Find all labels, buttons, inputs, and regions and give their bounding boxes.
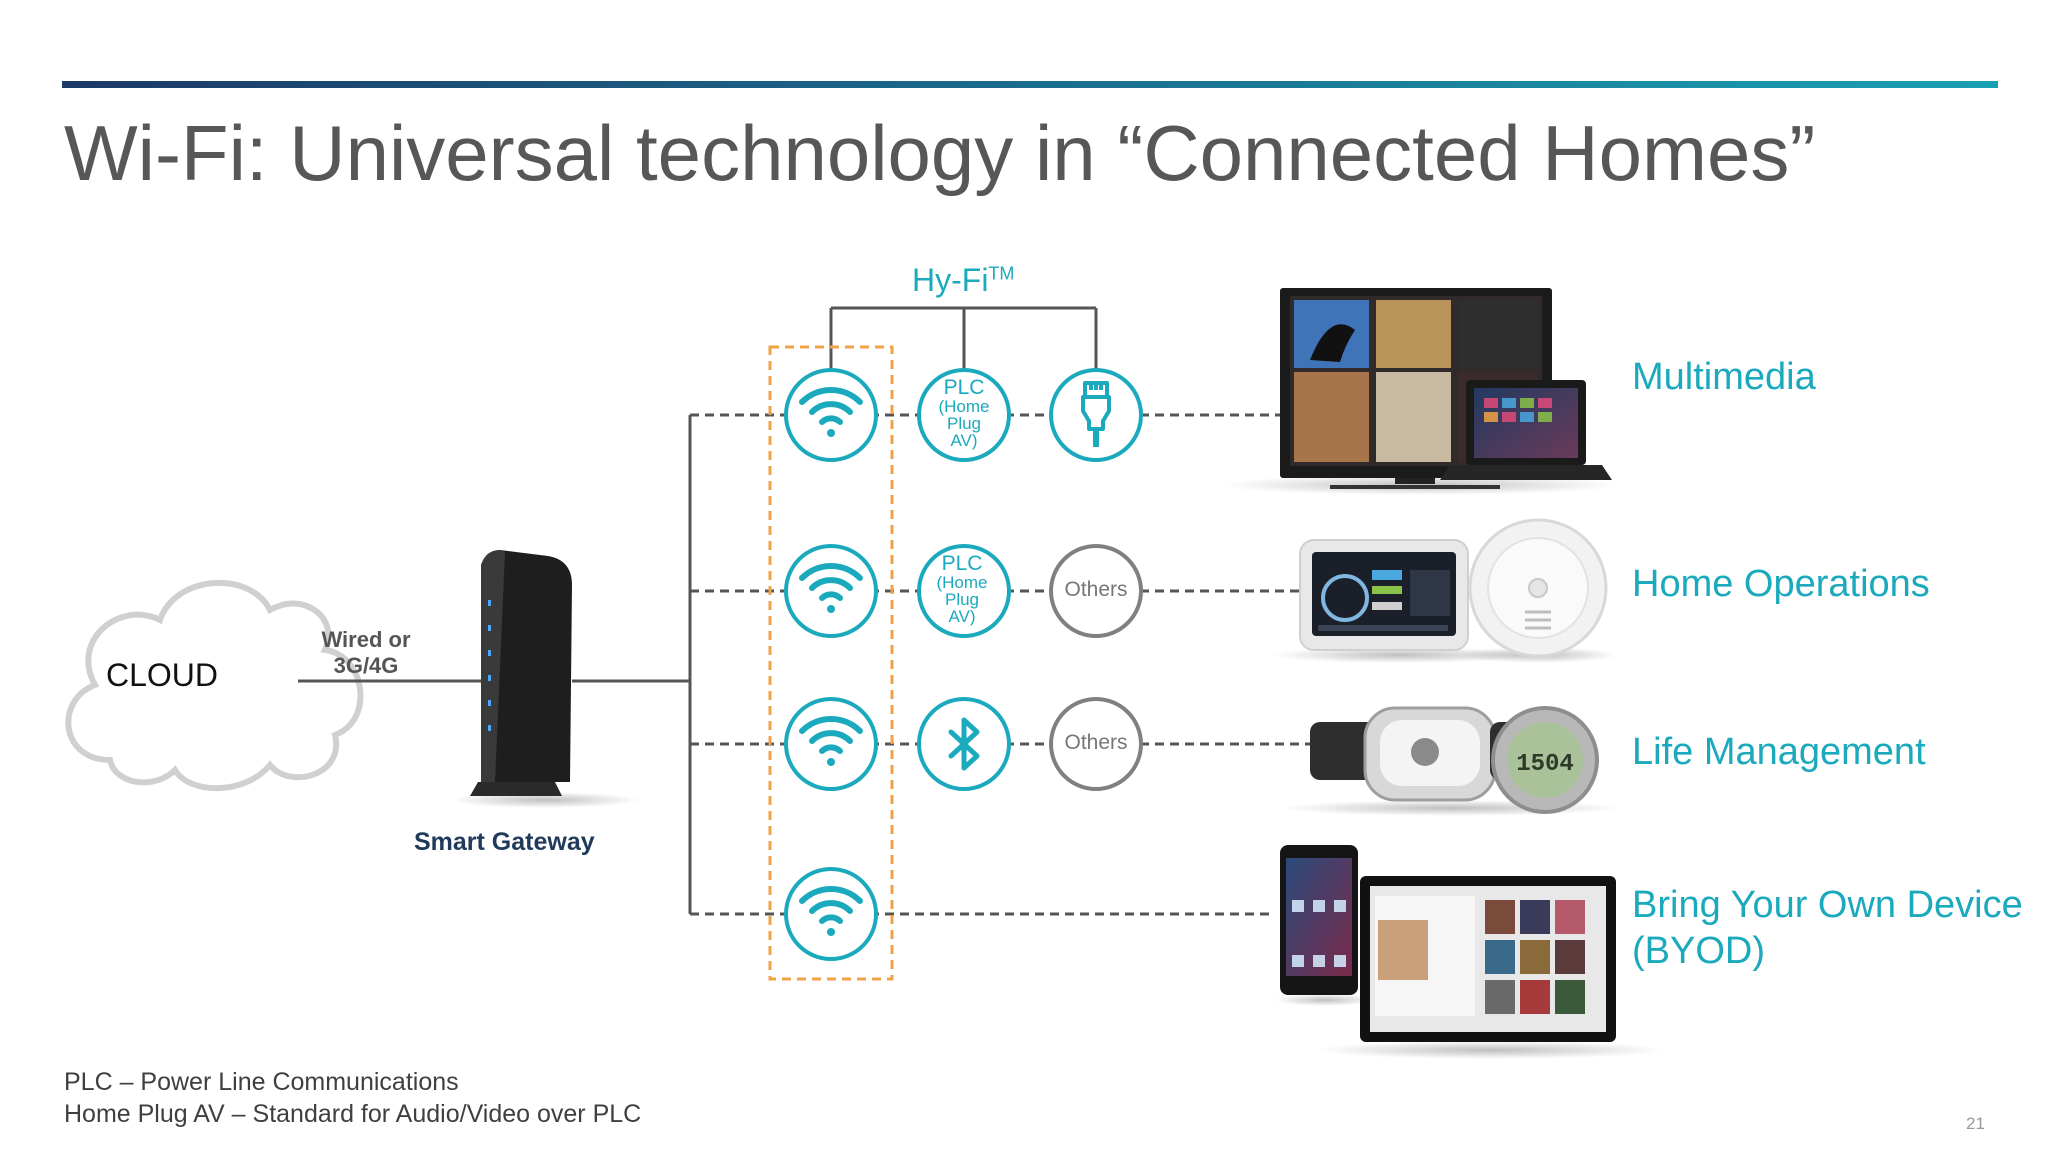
tablet-device-image <box>1315 876 1665 1059</box>
wifi-icon <box>799 387 863 437</box>
gateway-label: Smart Gateway <box>414 828 595 856</box>
plc-label-2: PLC (Home Plug AV) <box>914 553 1010 625</box>
row-connectors <box>690 413 1310 916</box>
link-label: Wired or 3G/4G <box>316 627 416 679</box>
ethernet-circle <box>1049 368 1143 462</box>
plc-label-2-line3: Plug <box>944 590 980 609</box>
phone-device-image <box>1275 845 1375 1006</box>
wifi-group-box <box>768 345 894 981</box>
category-home-operations: Home Operations <box>1632 563 1930 605</box>
ethernet-icon <box>1081 381 1111 447</box>
footnote-homeplug: Home Plug AV – Standard for Audio/Video … <box>64 1100 642 1128</box>
category-byod-line1: Bring Your Own Device <box>1632 884 2023 926</box>
others-circle-2 <box>1049 697 1143 791</box>
watch-device-image: 1504 <box>1491 706 1599 814</box>
page-number: 21 <box>1966 1114 1985 1133</box>
plc-circle-2 <box>917 544 1011 638</box>
plc-circle-1 <box>917 368 1011 462</box>
wifi-circle-1 <box>784 368 878 462</box>
wifi-icon <box>799 563 863 613</box>
cloud-icon <box>65 579 364 792</box>
category-byod: Bring Your Own Device (BYOD) <box>1632 882 2023 974</box>
hyfi-bracket <box>829 306 1098 370</box>
others-circle-1 <box>1049 544 1143 638</box>
footnote-plc: PLC – Power Line Communications <box>64 1068 459 1096</box>
plc-label-1: PLC (Home Plug AV) <box>916 377 1012 449</box>
page-title: Wi-Fi: Universal technology in “Connecte… <box>64 109 1816 197</box>
category-byod-line2: (BYOD) <box>1632 930 1765 972</box>
plc-label-2-line1: PLC <box>941 552 983 575</box>
laptop-device-image <box>1440 380 1612 480</box>
link-label-line2: 3G/4G <box>333 653 399 678</box>
wifi-icon <box>799 886 863 936</box>
watch-display-text: 1504 <box>1516 751 1574 778</box>
hyfi-superscript: TM <box>988 263 1015 284</box>
plc-label-1-line3: Plug <box>946 414 982 433</box>
wifi-circle-2 <box>784 544 878 638</box>
cloud-label: CLOUD <box>106 657 219 693</box>
router-icon <box>450 550 640 808</box>
others-label-2: Others <box>1064 731 1128 754</box>
wifi-circle-4 <box>784 867 878 961</box>
plc-label-2-line2: (Home <box>936 573 988 592</box>
plc-label-1-line4: AV) <box>950 431 978 450</box>
smoke-alarm-device-image <box>1458 518 1618 663</box>
plc-label-2-line4: AV) <box>948 607 976 626</box>
category-life-management: Life Management <box>1632 731 1926 773</box>
wifi-icon <box>799 716 863 766</box>
category-multimedia: Multimedia <box>1632 356 1816 398</box>
hyfi-label-text: Hy-Fi <box>912 262 989 298</box>
wifi-circle-3 <box>784 697 878 791</box>
bluetooth-icon <box>948 717 980 771</box>
plc-label-1-line1: PLC <box>943 376 985 399</box>
others-label-1: Others <box>1064 578 1128 601</box>
link-label-line1: Wired or <box>321 627 411 652</box>
title-bar <box>62 81 1998 88</box>
thermostat-device-image <box>1270 539 1530 663</box>
plc-label-1-line2: (Home <box>938 397 990 416</box>
hyfi-label: Hy-FiTM <box>912 262 1014 299</box>
